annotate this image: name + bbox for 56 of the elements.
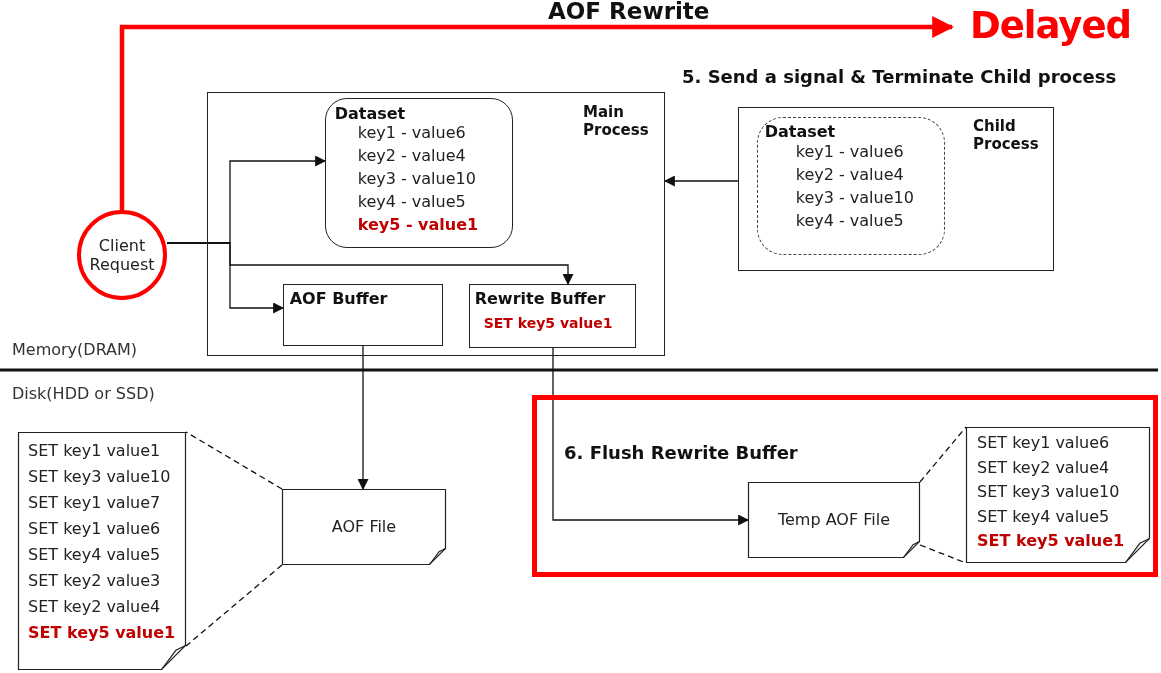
file-label: Temp AOF File [776,510,891,530]
command-entry: SET key3 value10 [977,482,1120,502]
file-label: AOF File [330,517,398,537]
command-entry: SET key4 value5 [28,545,161,565]
key-value-entry: key2 - value4 [357,145,466,165]
key-value-entry: key1 - value6 [357,122,466,142]
dataset-heading: Dataset [334,103,406,123]
step-label: 6. Flush Rewrite Buffer [564,442,798,464]
key-value-entry: key4 - value5 [795,210,904,230]
key-value-entry: key2 - value4 [795,164,904,184]
arrow [119,16,955,210]
status-label: Delayed [970,4,1132,49]
file-contents-box [18,432,186,670]
command-entry: SET key4 value5 [977,506,1110,526]
buffer-box [468,283,636,348]
buffer-heading: Rewrite Buffer [474,288,606,308]
process-label: Main Process [583,103,650,139]
command-entry: SET key3 value10 [28,467,171,487]
region-label: Memory(DRAM) [12,340,138,359]
callout-line [185,564,283,647]
diagram-title: AOF Rewrite [548,0,710,23]
callout-line [919,426,967,483]
file-box [748,482,920,558]
command-entry: SET key1 value6 [977,433,1110,453]
file-contents-box [966,427,1150,563]
command-entry: SET key5 value1 [483,314,613,332]
key-value-entry: key3 - value10 [357,168,476,188]
command-entry: SET key1 value1 [28,441,161,461]
key-value-entry: key3 - value10 [795,187,914,207]
step-label: 5. Send a signal & Terminate Child process [682,66,1117,87]
command-entry: SET key5 value1 [977,531,1125,551]
process-box [207,92,665,356]
arrow [166,242,285,314]
key-value-entry: key4 - value5 [357,191,466,211]
command-entry: SET key1 value6 [28,519,161,539]
buffer-heading: AOF Buffer [289,288,388,308]
client-label: Client Request [88,235,156,275]
command-entry: SET key5 value1 [28,623,176,643]
command-entry: SET key2 value4 [977,457,1110,477]
dataset-heading: Dataset [764,121,836,141]
dataset-box [756,116,945,255]
dataset-box [324,97,513,248]
file-box [282,489,446,565]
arrow [357,345,369,491]
command-entry: SET key1 value7 [28,493,161,513]
buffer-box [282,283,443,346]
command-entry: SET key2 value3 [28,571,161,591]
region-label: Disk(HDD or SSD) [12,384,155,403]
command-entry: SET key2 value4 [28,597,161,617]
process-box [738,107,1054,271]
highlight-frame [532,395,1158,577]
process-label: Child Process [973,117,1040,153]
key-value-entry: key1 - value6 [795,141,904,161]
callout-line [185,431,283,490]
key-value-entry: key5 - value1 [357,214,479,234]
arrow [663,175,739,187]
